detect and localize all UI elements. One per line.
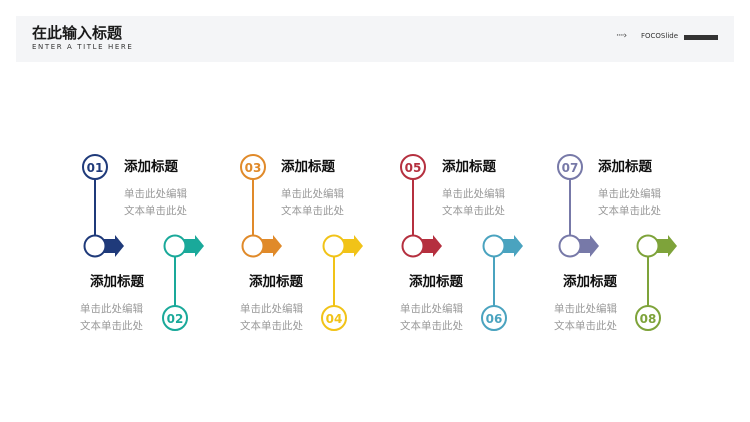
step-04-desc-line2[interactable]: 文本单击此处: [240, 320, 303, 332]
step-08-number-circle: [635, 305, 661, 331]
step-08-arrow: [653, 235, 677, 257]
step-05-number-circle: [400, 154, 426, 180]
step-04-node: [322, 234, 346, 258]
step-05-node: [401, 234, 425, 258]
step-04-title[interactable]: 添加标题: [249, 274, 303, 290]
step-02-desc-line2[interactable]: 文本单击此处: [80, 320, 143, 332]
dotted-arrow-icon: ····›: [616, 31, 627, 41]
step-01-node: [83, 234, 107, 258]
step-07-title[interactable]: 添加标题: [598, 159, 652, 175]
step-03-number-circle: [240, 154, 266, 180]
step-06-desc-line2[interactable]: 文本单击此处: [400, 320, 463, 332]
step-08-title[interactable]: 添加标题: [563, 274, 617, 290]
step-05-desc-line1[interactable]: 单击此处编辑: [442, 188, 505, 200]
step-06-arrow: [499, 235, 523, 257]
step-06-number-circle: [481, 305, 507, 331]
page-subtitle: ENTER A TITLE HERE: [32, 43, 134, 51]
step-01-title[interactable]: 添加标题: [124, 159, 178, 175]
step-02-number-circle: [162, 305, 188, 331]
page-title: 在此输入标题: [32, 24, 123, 42]
step-02-desc-line1[interactable]: 单击此处编辑: [80, 303, 143, 315]
step-02-node: [163, 234, 187, 258]
step-07-desc-line2[interactable]: 文本单击此处: [598, 205, 661, 217]
step-01-arrow: [100, 235, 124, 257]
step-02-title[interactable]: 添加标题: [90, 274, 144, 290]
step-08-desc-line2[interactable]: 文本单击此处: [554, 320, 617, 332]
step-07-number: 07: [562, 161, 579, 175]
step-03-arrow: [258, 235, 282, 257]
step-06-number: 06: [486, 312, 503, 326]
brand-bar: [684, 35, 718, 40]
brand-name: FOCOSlide: [641, 32, 679, 40]
step-07-number-circle: [557, 154, 583, 180]
step-02-number: 02: [167, 312, 184, 326]
step-06-desc-line1[interactable]: 单击此处编辑: [400, 303, 463, 315]
step-03-desc-line2[interactable]: 文本单击此处: [281, 205, 344, 217]
step-07-desc-line1[interactable]: 单击此处编辑: [598, 188, 661, 200]
step-07-arrow: [575, 235, 599, 257]
step-08-node: [636, 234, 660, 258]
step-01-number: 01: [87, 161, 104, 175]
step-04-desc-line1[interactable]: 单击此处编辑: [240, 303, 303, 315]
step-03-number: 03: [245, 161, 262, 175]
step-04-number: 04: [326, 312, 343, 326]
step-06-node: [482, 234, 506, 258]
step-03-title[interactable]: 添加标题: [281, 159, 335, 175]
step-05-title[interactable]: 添加标题: [442, 159, 496, 175]
step-05-desc-line2[interactable]: 文本单击此处: [442, 205, 505, 217]
step-08-number: 08: [640, 312, 657, 326]
step-01-desc-line2[interactable]: 文本单击此处: [124, 205, 187, 217]
step-08-desc-line1[interactable]: 单击此处编辑: [554, 303, 617, 315]
step-02-arrow: [180, 235, 204, 257]
header-bar: 在此输入标题 ENTER A TITLE HERE ····› FOCOSlid…: [16, 16, 734, 62]
step-05-arrow: [418, 235, 442, 257]
step-05-number: 05: [405, 161, 422, 175]
step-03-desc-line1[interactable]: 单击此处编辑: [281, 188, 344, 200]
step-07-node: [558, 234, 582, 258]
step-01-number-circle: [82, 154, 108, 180]
step-06-title[interactable]: 添加标题: [409, 274, 463, 290]
step-04-arrow: [339, 235, 363, 257]
step-04-number-circle: [321, 305, 347, 331]
step-03-node: [241, 234, 265, 258]
step-01-desc-line1[interactable]: 单击此处编辑: [124, 188, 187, 200]
